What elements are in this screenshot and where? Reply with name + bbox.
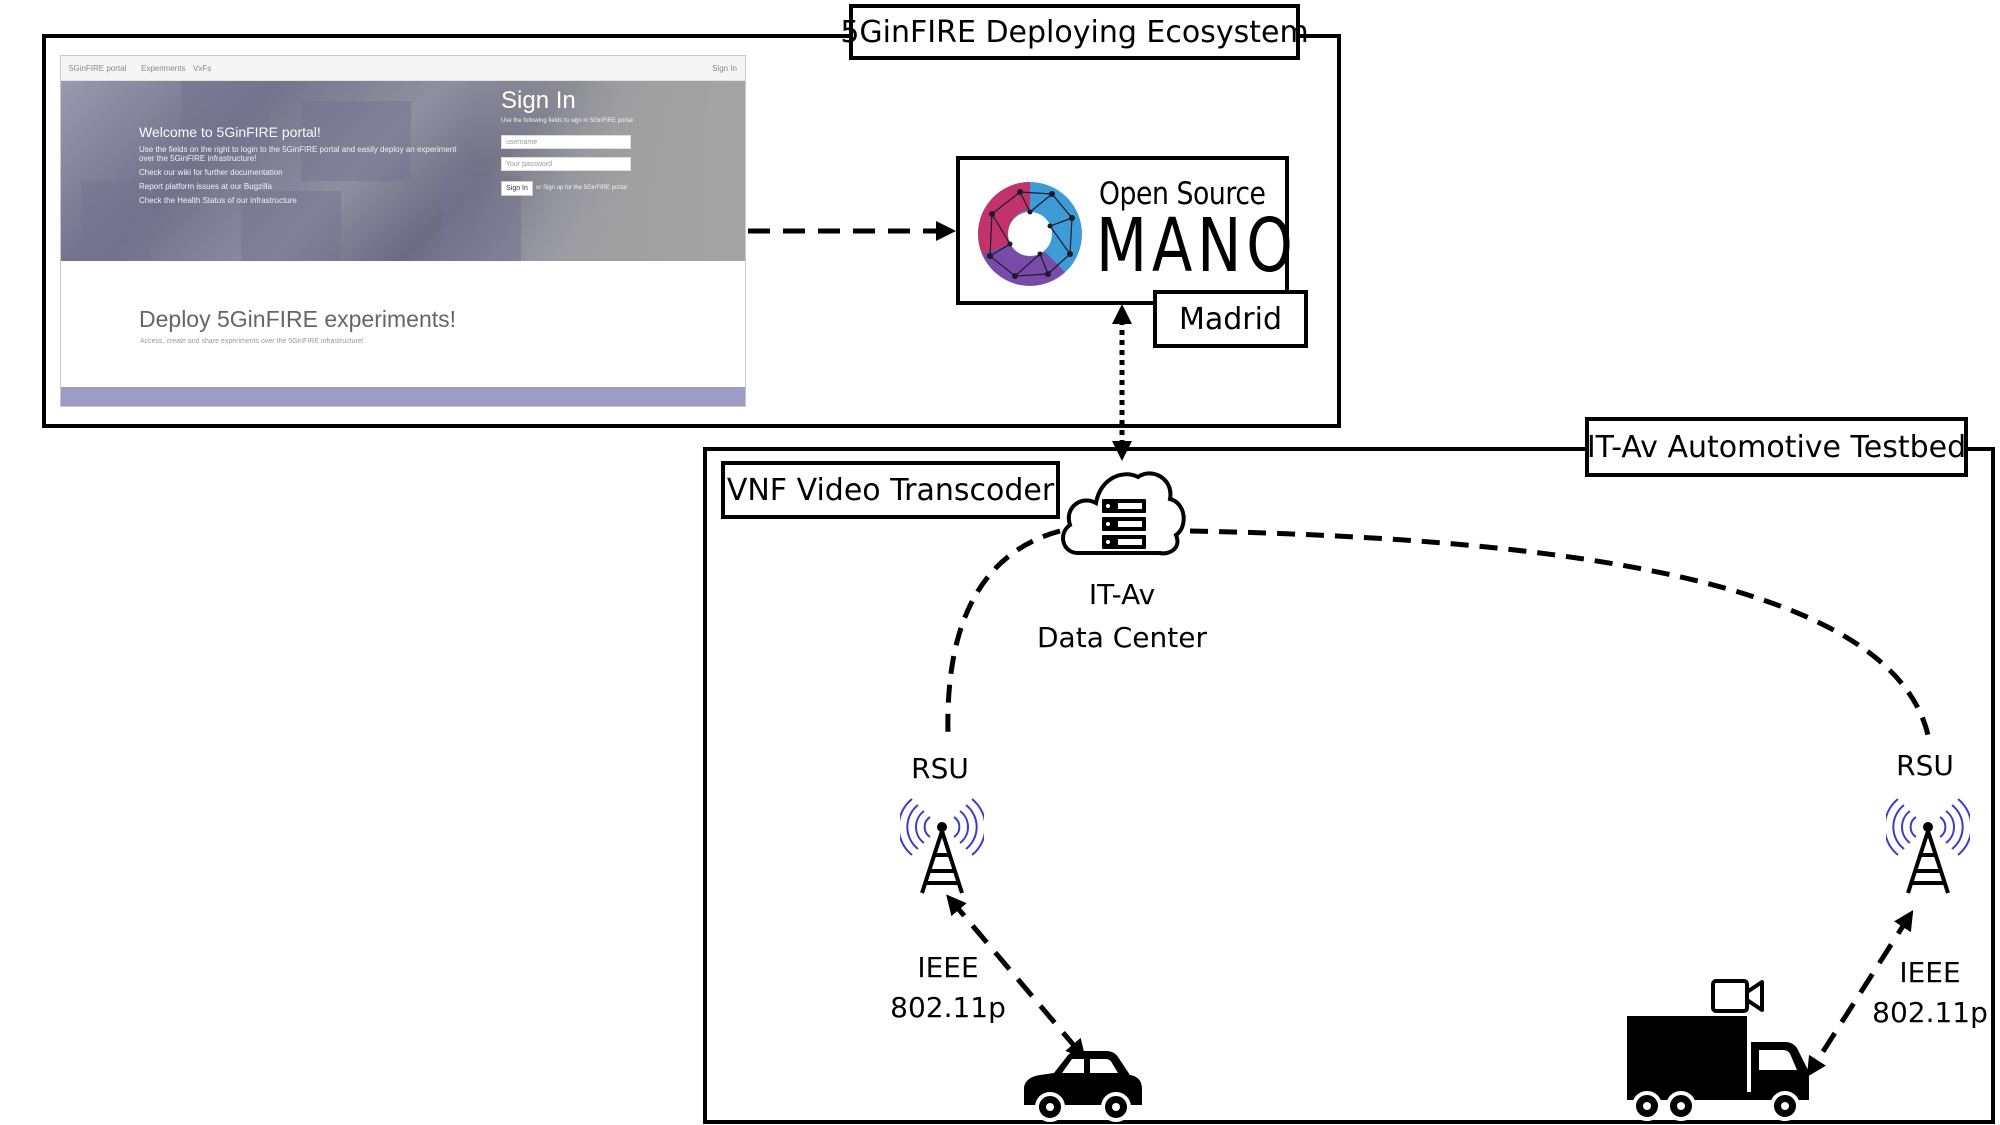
portal-bugzilla-line[interactable]: Report platform issues at our Bugzilla xyxy=(139,182,272,191)
datacenter-to-left-rsu-link xyxy=(945,528,1061,736)
rsu-right-label: RSU xyxy=(1896,749,1954,782)
portal-navbar: 5GinFIRE portal Experiments VxFs Sign In xyxy=(61,56,745,81)
portal-deploy-title: Deploy 5GinFIRE experiments! xyxy=(139,306,457,332)
portal-password-input[interactable]: Your password xyxy=(501,157,631,171)
right-link-label-line2: 802.11p xyxy=(1872,996,1988,1029)
portal-footer xyxy=(61,387,745,406)
portal-screenshot: 5GinFIRE portal Experiments VxFs Sign In… xyxy=(60,55,746,407)
portal-signin-button[interactable]: Sign In xyxy=(501,181,533,196)
left-link-label-line2: 802.11p xyxy=(890,991,1006,1024)
truck-to-rsu-wireless-arrow xyxy=(1806,909,1914,1078)
portal-signin-title: Sign In xyxy=(501,87,576,114)
portal-nav-experiments[interactable]: Experiments xyxy=(141,64,186,73)
portal-brand[interactable]: 5GinFIRE portal xyxy=(69,64,127,73)
testbed-title: IT-Av Automotive Testbed xyxy=(1585,417,1968,477)
portal-nav-signin[interactable]: Sign In xyxy=(712,64,737,73)
truck-icon xyxy=(1627,1016,1809,1121)
portal-welcome-line: over the 5GinFIRE infrastructure! xyxy=(139,154,257,163)
portal-deploy-subtitle: Access, create and share experiments ove… xyxy=(140,338,364,345)
datacenter-label-line2: Data Center xyxy=(1037,621,1207,654)
portal-wiki-line[interactable]: Check our wiki for further documentation xyxy=(139,168,283,177)
portal-welcome-line: Use the fields on the right to login to … xyxy=(139,145,457,154)
portal-health-line[interactable]: Check the Health Status of our infrastru… xyxy=(139,196,297,205)
osm-logo-box: Open Source MANO xyxy=(956,156,1293,305)
portal-signup-link[interactable]: or Sign up for the 5GinFIRE portal xyxy=(536,185,627,191)
vnf-label: VNF Video Transcoder xyxy=(721,461,1060,519)
datacenter-to-right-rsu-link xyxy=(1189,528,1931,736)
portal-hero: Welcome to 5GinFIRE portal! Use the fiel… xyxy=(61,81,745,261)
car-icon xyxy=(1024,1051,1142,1122)
portal-welcome-title: Welcome to 5GinFIRE portal! xyxy=(139,124,321,140)
hero-cube-shape xyxy=(301,101,411,181)
portal-signin-hint: Use the following fields to sign in 5Gin… xyxy=(501,118,633,124)
portal-username-input[interactable]: username xyxy=(501,135,631,149)
osm-title-line2: MANO xyxy=(1096,203,1298,289)
osm-title-line1: Open Source xyxy=(1099,176,1266,212)
right-link-label-line1: IEEE xyxy=(1899,956,1961,989)
video-camera-icon xyxy=(1711,979,1764,1013)
hero-cube-shape xyxy=(181,81,271,151)
hero-cube-shape xyxy=(81,181,151,261)
antenna-tower-icon xyxy=(900,798,984,894)
datacenter-label-line1: IT-Av xyxy=(1088,578,1156,611)
left-link-label-line1: IEEE xyxy=(917,951,979,984)
rsu-left-label: RSU xyxy=(911,752,969,785)
ecosystem-title: 5GinFIRE Deploying Ecosystem xyxy=(840,4,1309,60)
osm-logo-icon xyxy=(978,182,1082,286)
antenna-tower-icon xyxy=(1886,798,1970,894)
osm-location-label: Madrid xyxy=(1153,290,1308,348)
portal-nav-vxfs[interactable]: VxFs xyxy=(193,64,212,73)
testbed-frame xyxy=(703,447,1995,1124)
cloud-server-icon xyxy=(1061,471,1186,556)
ecosystem-frame xyxy=(42,34,1341,428)
hero-cube-shape xyxy=(241,191,341,261)
